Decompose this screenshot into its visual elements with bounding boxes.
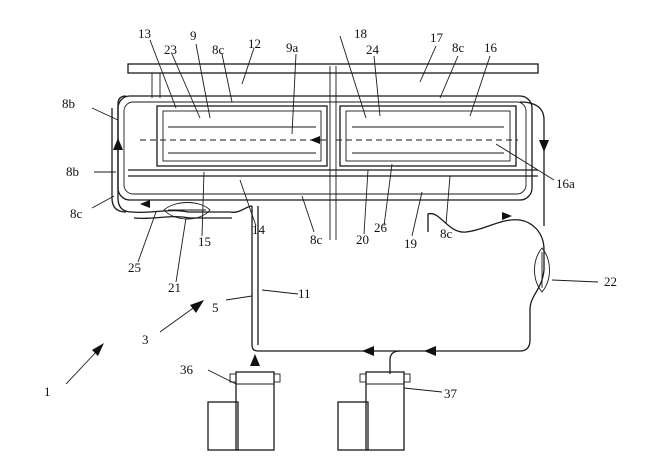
top-plate — [127, 63, 539, 98]
pointer-arrow-3 — [159, 300, 204, 333]
unit-37 — [337, 371, 411, 451]
arrow-right-8c — [502, 212, 512, 220]
label-8c-left: 8c — [70, 206, 83, 221]
label-14: 14 — [252, 222, 266, 237]
label-13: 13 — [138, 26, 151, 41]
label-24: 24 — [366, 42, 380, 57]
arrow-up-36 — [250, 354, 260, 366]
right-panel — [336, 105, 518, 167]
housing — [117, 66, 538, 240]
label-8b-top: 8b — [62, 96, 75, 111]
label-11: 11 — [298, 286, 311, 301]
label-3: 3 — [142, 332, 149, 347]
piping — [111, 95, 545, 374]
leader-lines — [91, 35, 599, 393]
label-19: 19 — [404, 236, 417, 251]
pointer-arrow-1 — [65, 343, 104, 385]
label-5: 5 — [212, 300, 219, 315]
label-17: 17 — [430, 30, 444, 45]
arrow-left-return-1 — [362, 346, 374, 356]
label-22: 22 — [604, 274, 617, 289]
unit-36 — [207, 371, 281, 451]
label-25: 25 — [128, 260, 141, 275]
heat-exchanger-21 — [163, 202, 211, 220]
arrow-down-right — [539, 140, 549, 152]
arrow-left-center — [310, 136, 320, 144]
label-12: 12 — [248, 36, 261, 51]
label-21: 21 — [168, 280, 181, 295]
heat-exchanger-22 — [534, 247, 550, 293]
label-37: 37 — [444, 386, 458, 401]
label-16: 16 — [484, 40, 498, 55]
flow-arrows — [113, 136, 549, 366]
label-9: 9 — [190, 28, 197, 43]
arrow-left-8b — [140, 200, 150, 208]
arrow-up-8b — [113, 138, 123, 150]
label-16a: 16a — [556, 176, 575, 191]
left-panel — [140, 105, 330, 167]
label-23: 23 — [164, 42, 177, 57]
label-8c-top2: 8c — [452, 40, 465, 55]
label-20: 20 — [356, 232, 369, 247]
label-8c-bot2: 8c — [440, 226, 453, 241]
label-8c-bot1: 8c — [310, 232, 323, 247]
label-15: 15 — [198, 234, 211, 249]
label-8b-mid: 8b — [66, 164, 79, 179]
label-1: 1 — [44, 384, 51, 399]
label-18: 18 — [354, 26, 367, 41]
label-9a: 9a — [286, 40, 299, 55]
label-36: 36 — [180, 362, 194, 377]
label-8c-top1: 8c — [212, 42, 225, 57]
reference-labels: 1 3 5 8b 8b 8c 8c 8c 8c 8c 9 9a 11 12 13… — [44, 26, 617, 401]
label-26: 26 — [374, 220, 388, 235]
arrow-left-return-2 — [424, 346, 436, 356]
